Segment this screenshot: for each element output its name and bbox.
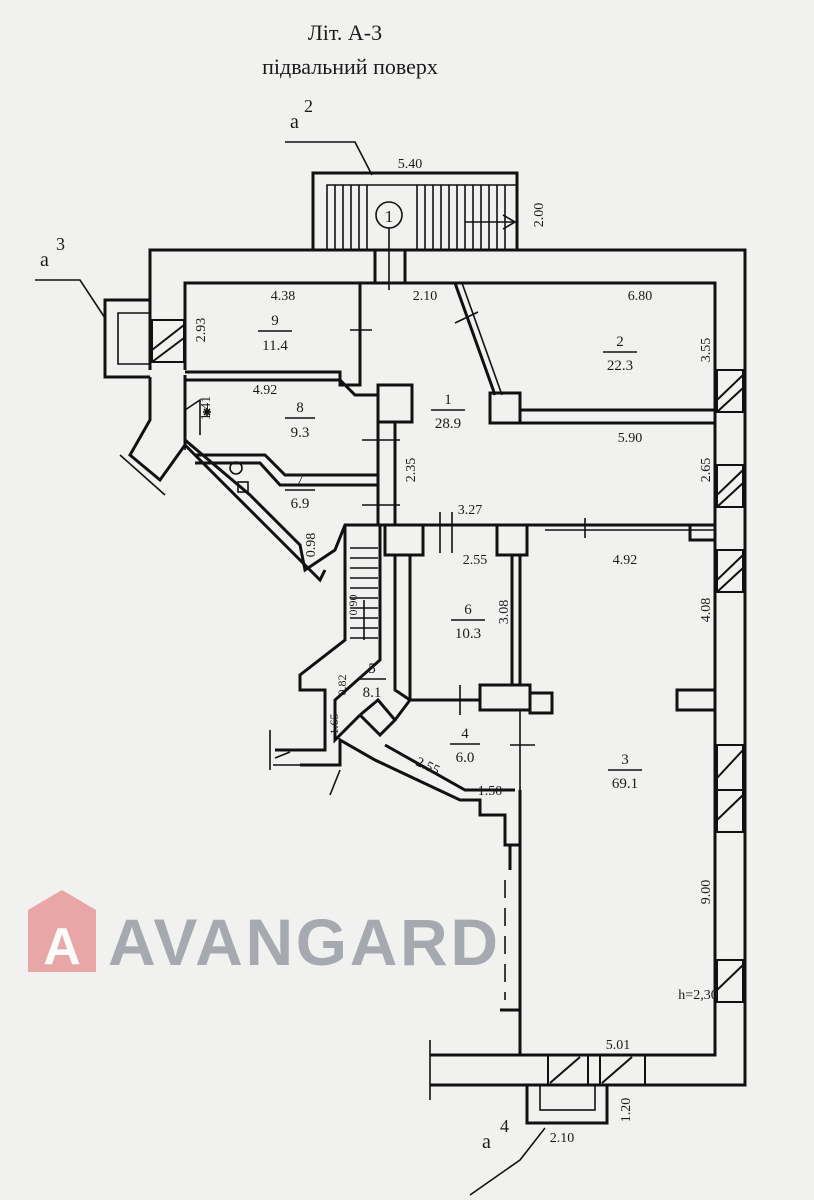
svg-text:4: 4 [461,726,469,742]
boiler-icon [229,461,243,475]
svg-text:10.3: 10.3 [455,626,481,642]
svg-text:22.3: 22.3 [607,358,633,374]
dim-r1-right: 2.65 [699,458,714,483]
svg-text:69.1: 69.1 [612,776,638,792]
svg-text:5: 5 [368,661,376,677]
svg-text:28.9: 28.9 [435,416,461,432]
entrance-label: а [290,111,299,133]
entrance-stair-a2: а 2 1 [285,96,519,290]
svg-text:7: 7 [296,472,304,488]
svg-text:6.9: 6.9 [291,496,310,512]
dim-r2-width: 6.80 [628,289,653,304]
watermark-text: AVANGARD [108,905,498,979]
interior-walls: а 4 [184,282,744,1196]
entrance-label: а [40,249,49,271]
dimension-labels: 5.40 2.00 4.38 2.93 2.10 6.80 3.55 4.92 … [194,157,718,1146]
plan-subtitle: підвальний поверх [262,54,438,79]
fan-icon [203,408,211,416]
dim-r3-bottom: 5.01 [606,1038,631,1053]
dim-r2-depth: 3.55 [699,338,714,363]
room-labels: 911.4 222.3 89.3 128.9 76.9 610.3 58.1 4… [258,313,642,792]
entrance-label: а [482,1131,491,1153]
room-6-label: 610.3 [451,602,485,642]
dim-r4-width: 1.50 [478,784,503,799]
dim-r9-depth: 2.93 [194,318,209,343]
dim-r6-depth: 3.08 [497,600,512,625]
svg-text:2: 2 [616,334,624,350]
dim-r9-width: 4.38 [271,289,296,304]
dim-pit-width: 2.10 [550,1131,575,1146]
dim-r8-depth: 1.41 [199,396,214,421]
dim-r5-stair: 0.90 [346,595,360,616]
dim-r5-b: 1.65 [327,714,341,735]
svg-text:9: 9 [271,313,279,329]
svg-text:8.1: 8.1 [363,685,382,701]
room-8-label: 89.3 [285,400,315,441]
watermark-logo-letter: A [43,918,81,976]
svg-text:11.4: 11.4 [262,338,288,354]
dim-r3-upper: 4.08 [699,598,714,623]
dim-r3-depth: 9.00 [699,880,714,905]
dim-r6-width: 2.55 [463,553,488,568]
room-3-label: 369.1 [608,752,642,792]
svg-text:1: 1 [444,392,452,408]
room-5-label: 58.1 [358,661,386,701]
dim-corridor: 3.27 [458,503,483,518]
dim-r8-width: 4.92 [253,383,278,398]
svg-text:3: 3 [621,752,629,768]
svg-text:6.0: 6.0 [456,750,475,766]
room-2-label: 222.3 [603,334,637,374]
plan-title: Літ. А-3 [308,20,382,45]
dim-stair-depth: 2.00 [532,203,547,228]
entrance-index: 4 [500,1116,509,1136]
meter-icon [237,481,249,493]
dim-r3-width: 4.92 [613,553,638,568]
dim-pit-depth: 1.20 [619,1098,634,1123]
room-9-label: 911.4 [258,313,292,354]
svg-text:6: 6 [464,602,472,618]
watermark-logo-icon [28,890,96,972]
dim-r5-a: 0.82 [335,675,349,696]
stair-marker: 1 [385,207,394,226]
entrance-index: 2 [304,96,313,116]
dim-r7-width: 0.98 [304,533,319,558]
svg-text:8: 8 [296,400,304,416]
room-1-label: 128.9 [431,392,465,432]
room-4-label: 46.0 [450,726,480,766]
room-7-label: 76.9 [285,472,315,512]
watermark: A AVANGARD [28,890,498,979]
dim-r1-top: 2.10 [413,289,438,304]
dim-r1-bottom: 5.90 [618,431,643,446]
dim-height: h=2,30 [678,988,717,1003]
svg-text:9.3: 9.3 [291,425,310,441]
dim-stair-width: 5.40 [398,157,423,172]
entrance-index: 3 [56,234,65,254]
dim-r1-depth: 2.35 [404,458,419,483]
